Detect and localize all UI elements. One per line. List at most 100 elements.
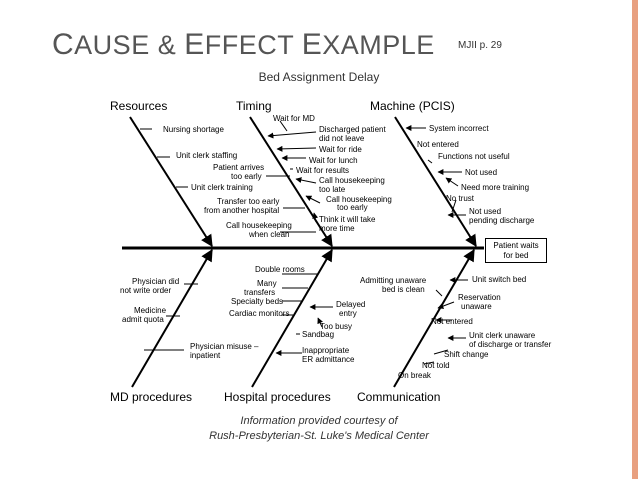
cause-label: Transfer too early (217, 197, 279, 206)
credit-line-2: Rush-Presbyterian-St. Luke's Medical Cen… (209, 430, 429, 442)
cause-label: Admitting unaware (360, 276, 427, 285)
cause-label: Reservation (458, 293, 501, 302)
cause-label: Need more training (461, 183, 529, 192)
cause-label: more time (319, 224, 355, 233)
bone-hospital (251, 248, 333, 388)
cause-label: On break (398, 371, 432, 380)
cause-label: Call housekeeping (319, 176, 385, 185)
cause-label: Wait for ride (319, 145, 362, 154)
branch-line (317, 317, 323, 328)
title-part-1: AUSE & (74, 30, 185, 60)
cause-label: System incorrect (429, 124, 489, 133)
cause-label: Shift change (444, 350, 489, 359)
cause-label: Physician did (132, 277, 179, 286)
cause-label: Unit switch bed (472, 275, 526, 284)
slide-accent-bar (632, 0, 638, 479)
cause-label: Nursing shortage (163, 125, 224, 134)
title-cap-3: E (301, 28, 323, 61)
cause-label: inpatient (190, 351, 221, 360)
cause-label: Many (257, 279, 277, 288)
cause-label: from another hospital (204, 206, 279, 215)
title-part-3: XAMPLE (322, 30, 435, 60)
category-hospital-procedures: Hospital procedures (224, 390, 331, 404)
branch-line (276, 145, 317, 152)
cause-label: Specialty beds (231, 297, 283, 306)
cause-label: admit quota (122, 315, 164, 324)
category-resources: Resources (110, 99, 167, 113)
cause-label: bed is clean (382, 285, 425, 294)
cause-label: Wait for MD (273, 114, 315, 123)
cause-label: Not used (469, 207, 501, 216)
cause-label: Not entered (431, 317, 473, 326)
cause-label: Medicine (134, 306, 167, 315)
cause-label: Not entered (417, 140, 459, 149)
cause-label: did not leave (319, 134, 365, 143)
cause-label: Delayed (336, 300, 365, 309)
diagram-subtitle: Bed Assignment Delay (258, 70, 380, 84)
category-communication: Communication (357, 390, 440, 404)
branch-line (437, 301, 455, 309)
cause-label: too early (337, 203, 368, 212)
cause-label: Patient arrives (213, 163, 264, 172)
cause-label: Physician misuse – (190, 342, 259, 351)
cause-label: Functions not useful (438, 152, 510, 161)
branch-line (267, 131, 317, 139)
credit-note: Information provided courtesy of Rush-Pr… (0, 414, 638, 444)
effect-box: Patient waits for bed (485, 238, 547, 263)
cause-label: Call housekeeping (226, 221, 292, 230)
cause-label: entry (339, 309, 357, 318)
bone-resources (129, 116, 213, 248)
cause-label: Cardiac monitors (229, 309, 289, 318)
cause-label: Wait for results (296, 166, 349, 175)
branch-line (427, 159, 433, 164)
cause-label: unaware (461, 302, 492, 311)
bone-md (131, 248, 213, 388)
branch-line (295, 177, 317, 184)
category-machine: Machine (PCIS) (370, 99, 455, 113)
cause-label: too late (319, 185, 346, 194)
credit-line-1: Information provided courtesy of (240, 415, 398, 427)
cause-label: not write order (120, 286, 171, 295)
branch-line (312, 212, 319, 223)
cause-label: of discharge or transfer (469, 340, 552, 349)
branch-line (435, 289, 443, 297)
cause-label: Not told (422, 361, 450, 370)
effect-line-1: Patient waits (493, 241, 539, 250)
cause-label: ER admittance (302, 355, 355, 364)
cause-label: No trust (446, 194, 475, 203)
cause-label: Unit clerk staffing (176, 151, 237, 160)
cause-label: Inappropriate (302, 346, 350, 355)
branch-line (445, 177, 459, 187)
cause-label: Too busy (320, 322, 352, 331)
category-md-procedures: MD procedures (110, 390, 192, 404)
cause-label: too early (231, 172, 262, 181)
cause-label: Discharged patient (319, 125, 386, 134)
slide-title: CAUSE & EFFECT EXAMPLE (52, 28, 435, 62)
bone-communication (393, 248, 475, 388)
title-cap-2: E (184, 28, 205, 61)
branch-line (279, 120, 288, 132)
cause-label: when clean (248, 230, 289, 239)
category-timing: Timing (236, 99, 272, 113)
cause-label: Unit clerk training (191, 183, 253, 192)
bone-machine (394, 116, 477, 248)
cause-label: Wait for lunch (309, 156, 358, 165)
effect-line-2: for bed (503, 251, 529, 260)
branch-line (423, 361, 435, 365)
cause-label: Call housekeeping (326, 195, 392, 204)
branch-line (305, 195, 321, 204)
bone-timing (249, 116, 333, 248)
cause-label: Not used (465, 168, 497, 177)
branch-line (433, 349, 449, 355)
cause-label: Think it will take (319, 215, 376, 224)
cause-label: Sandbag (302, 330, 334, 339)
page-reference: MJII p. 29 (458, 40, 502, 51)
cause-label: transfers (244, 288, 275, 297)
title-cap-1: C (52, 28, 75, 61)
cause-label: pending discharge (469, 216, 535, 225)
cause-label: Double rooms (255, 265, 305, 274)
title-part-2: FFECT (204, 30, 302, 60)
branch-line (451, 199, 457, 213)
